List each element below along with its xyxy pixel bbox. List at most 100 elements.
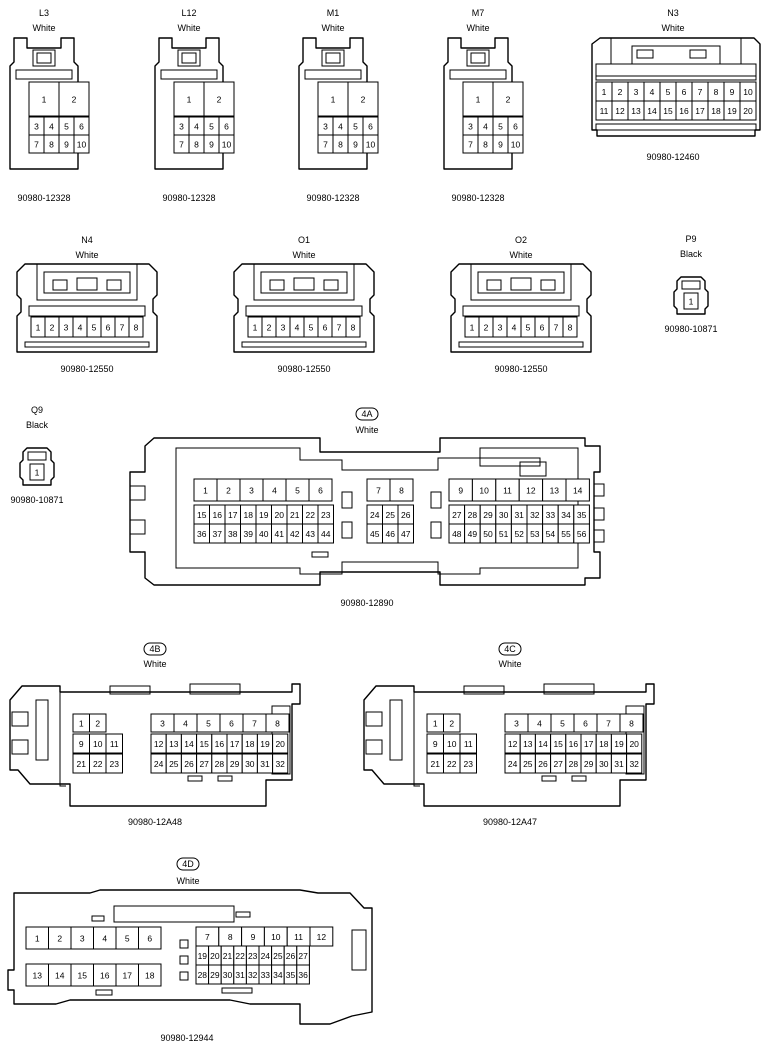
- housing-detail: [543, 683, 595, 695]
- pin-number: 20: [275, 739, 285, 749]
- pin-number: 33: [261, 970, 271, 980]
- pin-number: 2: [226, 486, 231, 496]
- pin-number: 4: [650, 87, 655, 97]
- pin-number: 6: [147, 934, 152, 944]
- pin-number: 10: [77, 140, 87, 150]
- pin-number: 2: [618, 87, 623, 97]
- housing-detail: [189, 683, 241, 695]
- housing-detail: [389, 699, 403, 761]
- pin-number: 32: [248, 970, 258, 980]
- housing-detail: [241, 341, 367, 348]
- pin-number: 10: [222, 140, 232, 150]
- housing-detail: [341, 521, 353, 539]
- housing-outline: [233, 263, 375, 353]
- pin-number: 1: [689, 297, 694, 307]
- pin-number: 29: [210, 970, 220, 980]
- housing-detail: [466, 49, 490, 67]
- pin-number: 7: [554, 323, 559, 333]
- housing-detail: [595, 75, 757, 81]
- pin-number: 13: [523, 739, 533, 749]
- connector-code: Q9: [31, 405, 43, 415]
- pin-number: 8: [275, 719, 280, 729]
- connector-color: White: [176, 876, 199, 886]
- pin-number: 30: [499, 510, 509, 520]
- pin-number: 26: [401, 510, 411, 520]
- pin-number: 21: [290, 510, 300, 520]
- housing-detail: [32, 49, 56, 67]
- pin-number: 20: [210, 951, 220, 961]
- pin-number: 4: [295, 323, 300, 333]
- pin-number: 7: [252, 719, 257, 729]
- pin-number: 55: [561, 529, 571, 539]
- pin-cell: [739, 100, 757, 121]
- pin-number: 13: [550, 486, 560, 496]
- pin-number: 27: [199, 759, 209, 769]
- pin-number: 51: [499, 529, 509, 539]
- pin-number: 34: [273, 970, 283, 980]
- pin-number: 1: [433, 719, 438, 729]
- housing-detail: [269, 279, 285, 291]
- pin-number: 19: [727, 106, 737, 116]
- housing-detail: [430, 491, 442, 509]
- pin-number: 7: [323, 140, 328, 150]
- pin-number: 21: [431, 759, 441, 769]
- pin-number: 6: [224, 122, 229, 132]
- pin-number: 4: [49, 122, 54, 132]
- pin-cell: [459, 733, 477, 754]
- pin-number: 9: [458, 486, 463, 496]
- pin-number: 7: [468, 140, 473, 150]
- pin-cell: [272, 753, 289, 774]
- part-number: 90980-12328: [306, 193, 359, 203]
- pin-number: 28: [198, 970, 208, 980]
- pin-number: 8: [714, 87, 719, 97]
- pin-number: 2: [361, 95, 366, 105]
- pin-number: 6: [79, 122, 84, 132]
- housing-outline: [129, 437, 601, 586]
- pin-number: 17: [123, 971, 133, 981]
- pin-number: 24: [370, 510, 380, 520]
- pin-number: 11: [294, 932, 303, 942]
- housing-outline: [59, 692, 66, 787]
- housing-detail: [235, 911, 251, 918]
- pin-number: 8: [568, 323, 573, 333]
- housing-detail: [311, 551, 329, 558]
- pin-number: 6: [106, 323, 111, 333]
- housing-detail: [36, 52, 52, 64]
- pin-number: 10: [447, 739, 457, 749]
- pin-number: 3: [249, 486, 254, 496]
- pin-number: 1: [331, 95, 336, 105]
- pin-number: 23: [248, 951, 258, 961]
- pin-number: 3: [34, 122, 39, 132]
- pin-number: 16: [679, 106, 689, 116]
- pin-number: 15: [663, 106, 673, 116]
- pin-number: 43: [306, 529, 316, 539]
- part-number: 90980-12944: [160, 1033, 213, 1043]
- pin-number: 8: [338, 140, 343, 150]
- housing-detail: [593, 483, 605, 497]
- housing-outline: [363, 683, 655, 807]
- pin-number: 6: [318, 486, 323, 496]
- pin-number: 20: [275, 510, 285, 520]
- pin-number: 9: [251, 932, 256, 942]
- pin-number: 28: [468, 510, 478, 520]
- pin-cell: [272, 733, 289, 754]
- pin-number: 18: [599, 739, 609, 749]
- pin-number: 5: [560, 719, 565, 729]
- pin-number: 3: [468, 122, 473, 132]
- pin-number: 11: [600, 106, 609, 116]
- housing-detail: [179, 939, 189, 949]
- connector-color: White: [177, 23, 200, 33]
- housing-detail: [571, 775, 587, 782]
- housing-detail: [430, 521, 442, 539]
- housing-detail: [486, 279, 502, 291]
- housing-detail: [458, 341, 584, 348]
- connector-badge: [498, 642, 522, 656]
- connector-color: White: [355, 425, 378, 435]
- housing-outline: [413, 692, 420, 787]
- part-number: 90980-10871: [10, 495, 63, 505]
- connector-code: O1: [298, 235, 310, 245]
- pin-number: 14: [647, 106, 657, 116]
